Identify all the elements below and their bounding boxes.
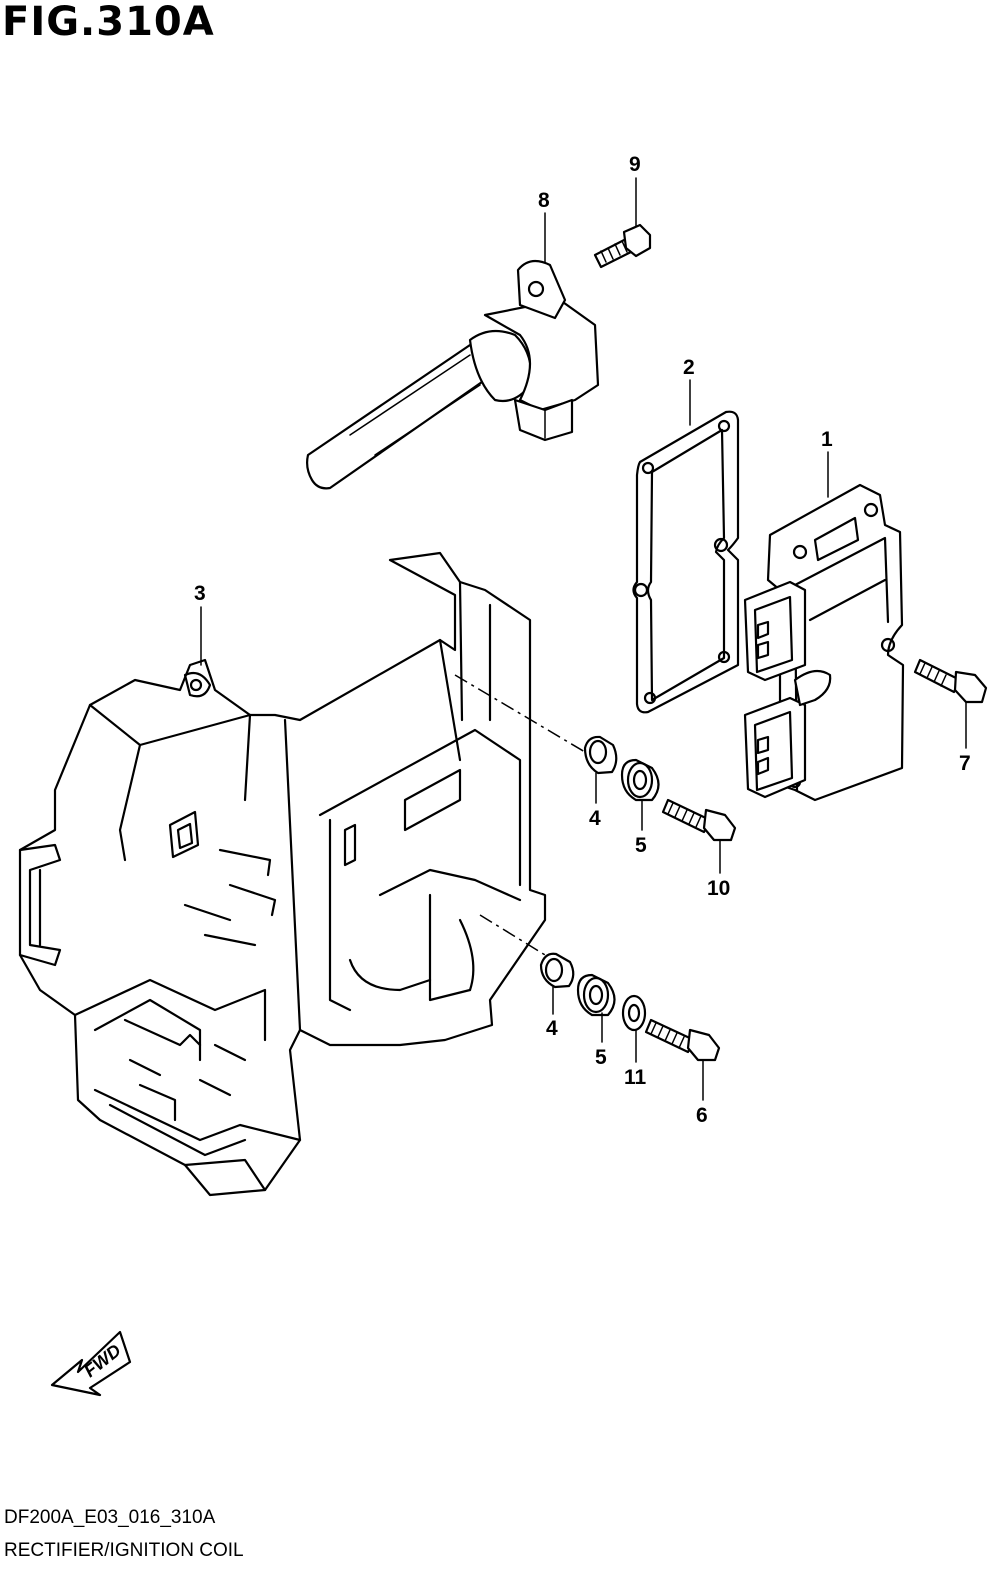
bolt-6[interactable] — [644, 1018, 721, 1062]
bracket-housing[interactable] — [18, 551, 547, 1197]
centerline-lower — [479, 914, 551, 959]
fwd-arrow-icon: FWD — [50, 1330, 132, 1397]
callout-5-upper[interactable]: 5 — [635, 834, 647, 857]
washer-11[interactable] — [621, 994, 647, 1032]
bolt-7[interactable] — [913, 658, 988, 704]
centerline-upper — [454, 674, 586, 753]
callout-9[interactable]: 9 — [629, 153, 641, 176]
callout-2[interactable]: 2 — [683, 356, 695, 379]
callout-6[interactable]: 6 — [696, 1104, 708, 1127]
callout-4-upper[interactable]: 4 — [589, 807, 601, 830]
diagram-caption: RECTIFIER/IGNITION COIL — [4, 1540, 244, 1561]
bolt-9[interactable] — [593, 223, 652, 269]
ignition-coil[interactable] — [306, 259, 600, 490]
callout-3[interactable]: 3 — [194, 582, 206, 605]
bolt-10[interactable] — [661, 798, 737, 842]
collar-4-lower[interactable] — [539, 952, 575, 989]
grommet-5-lower[interactable] — [576, 973, 616, 1017]
figure-title: FIG.310A — [2, 0, 215, 45]
collar-4-upper[interactable] — [583, 735, 618, 775]
callout-7[interactable]: 7 — [959, 752, 971, 775]
grommet-5-upper[interactable] — [620, 758, 660, 802]
callout-11[interactable]: 11 — [624, 1066, 647, 1089]
callout-4-lower[interactable]: 4 — [546, 1017, 558, 1040]
callout-5-lower[interactable]: 5 — [595, 1046, 607, 1069]
callout-1[interactable]: 1 — [821, 428, 833, 451]
callout-10[interactable]: 10 — [707, 877, 730, 900]
callout-8[interactable]: 8 — [538, 189, 550, 212]
diagram-code: DF200A_E03_016_310A — [4, 1507, 216, 1528]
leader-lines — [200, 177, 967, 1101]
gasket[interactable] — [632, 410, 740, 714]
rectifier[interactable] — [743, 483, 905, 802]
